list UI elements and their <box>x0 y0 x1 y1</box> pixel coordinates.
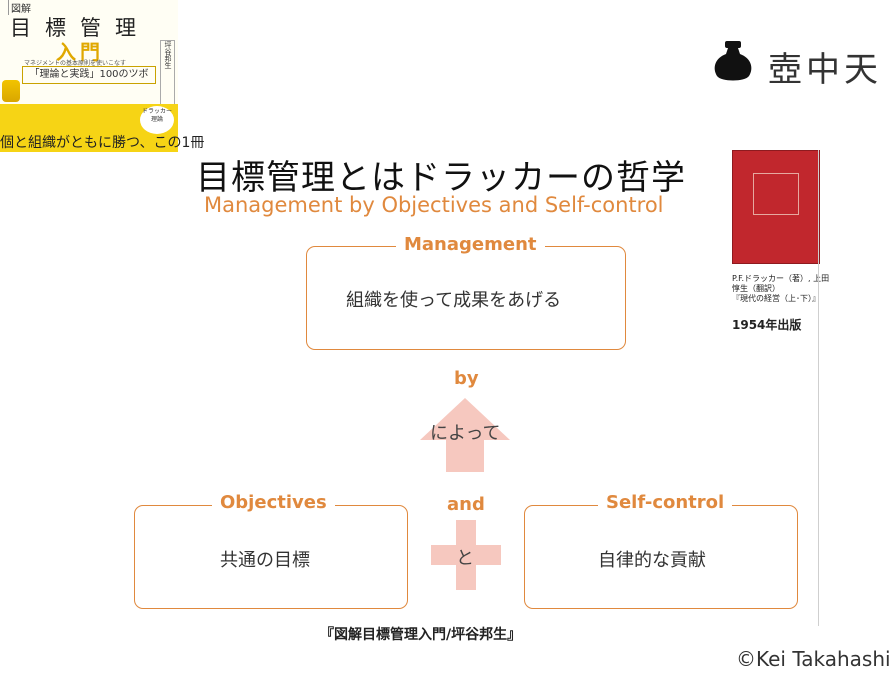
source-caption: 『図解目標管理入門/坪谷邦生』 <box>320 627 522 643</box>
page-subtitle: Management by Objectives and Self-contro… <box>204 193 664 217</box>
book-box-text: 「理論と実践」100のツボ <box>22 66 156 84</box>
and-text: と <box>456 548 474 569</box>
logo-text: 壺中天 <box>768 50 882 90</box>
and-label: and <box>447 494 485 515</box>
copyright-text: ©Kei Takahashi <box>736 647 891 671</box>
book-author: 坪谷邦生 <box>160 40 175 106</box>
by-text: によって <box>430 423 501 444</box>
book-subtitle: 入門 <box>56 40 104 64</box>
pot-icon <box>714 41 752 81</box>
credit-line-2: 惇生（翻訳） <box>732 284 780 293</box>
reference-credit: P.F.ドラッカー（著）, 上田 惇生（翻訳） 『現代の経営（上･下）』 <box>732 274 829 304</box>
credit-line-3: 『現代の経営（上･下）』 <box>732 294 820 303</box>
book-cover-image: 図解 目標管理 入門 マネジメントの基本原則を使いこなす 「理論と実践」100の… <box>0 0 205 152</box>
management-label: Management <box>396 234 545 255</box>
divider-line <box>818 150 819 626</box>
plus-icon <box>431 520 501 590</box>
self-control-text: 自律的な貢献 <box>598 550 706 571</box>
management-text: 組織を使って成果をあげる <box>346 290 562 311</box>
page-title: 目標管理とはドラッカーの哲学 <box>196 158 686 198</box>
by-label: by <box>454 368 479 389</box>
book-description: マネジメントの基本原則を使いこなす <box>24 60 127 67</box>
objectives-label: Objectives <box>212 492 335 513</box>
red-book-emblem <box>753 173 799 215</box>
self-control-box <box>524 505 798 609</box>
red-book-cover-image <box>732 150 820 264</box>
book-label: 図解 <box>8 0 31 15</box>
book-badge: ドラッカー理論 <box>140 106 174 134</box>
publication-year: 1954年出版 <box>732 318 802 332</box>
up-arrow-icon <box>420 398 510 472</box>
objectives-text: 共通の目標 <box>220 550 310 571</box>
management-box <box>306 246 626 350</box>
book-title: 目標管理 <box>10 16 150 40</box>
credit-line-1: P.F.ドラッカー（著）, 上田 <box>732 274 830 283</box>
self-control-label: Self-control <box>598 492 733 513</box>
book-tagline: 個と組織がともに勝つ、この1冊 <box>0 134 205 152</box>
coins-icon <box>2 80 20 102</box>
objectives-box <box>134 505 408 609</box>
